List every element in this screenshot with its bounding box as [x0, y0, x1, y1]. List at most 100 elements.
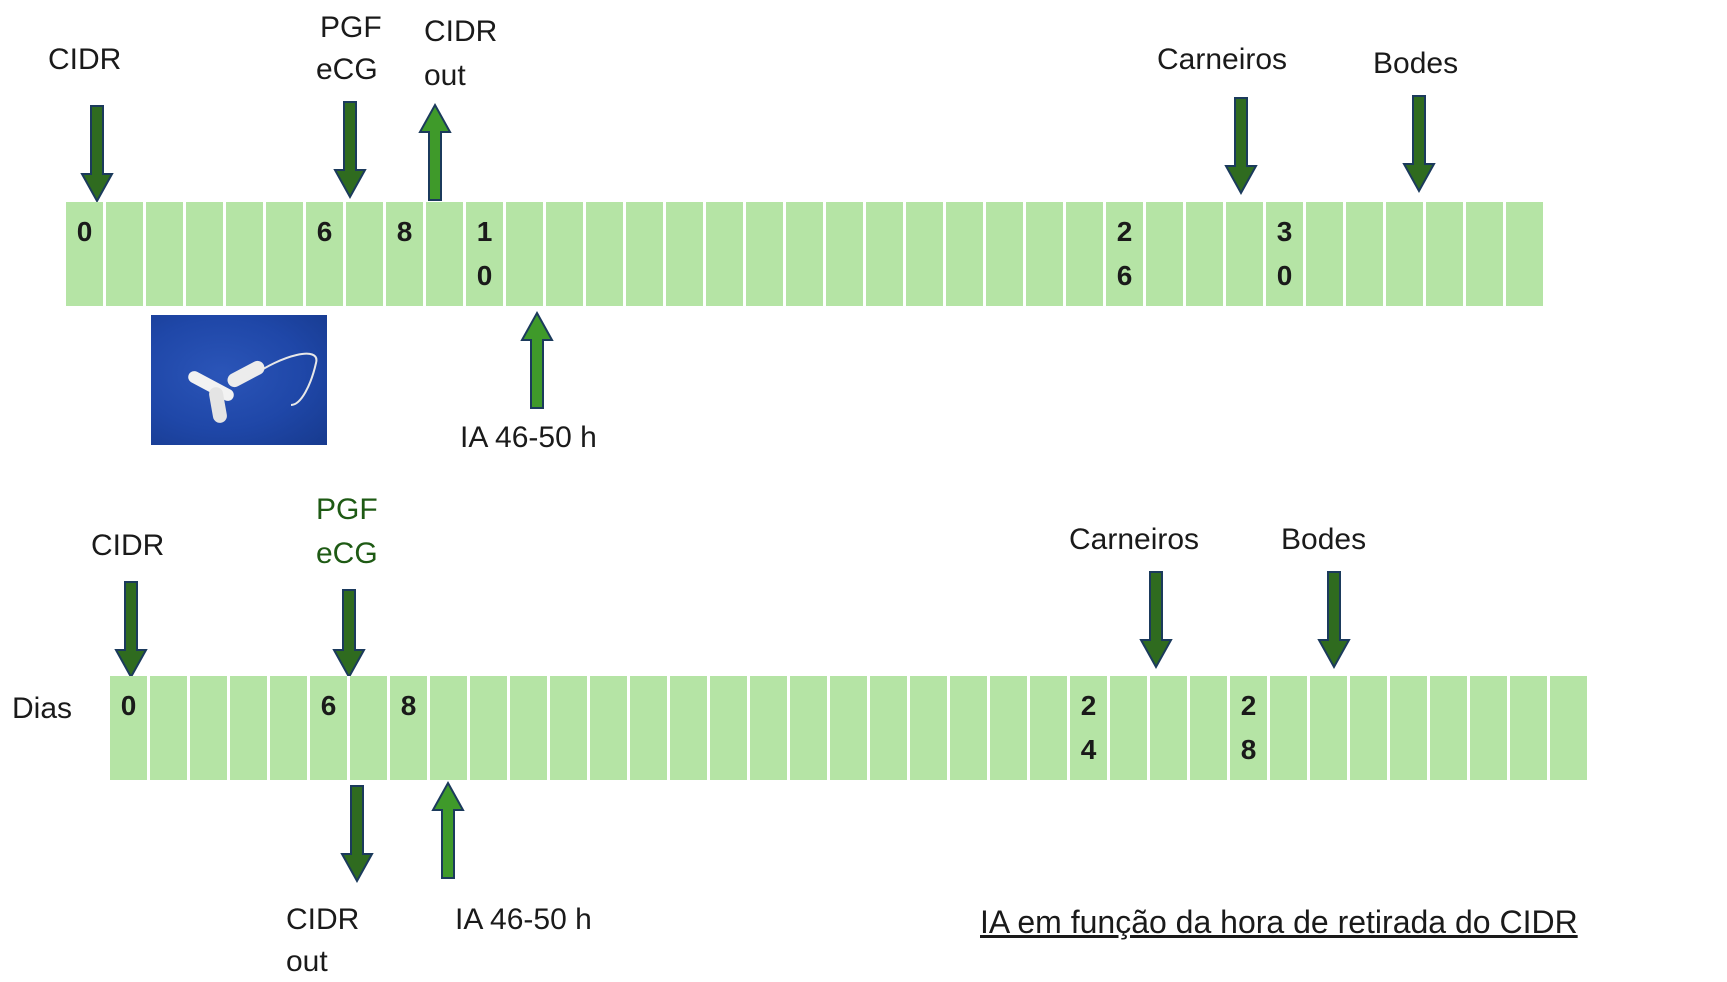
top-cidr-out-label-2: out	[424, 59, 466, 92]
bottom-day-number: 2 4	[1080, 690, 1097, 765]
top-day-number: 3 0	[1276, 216, 1293, 291]
bottom-day-cell	[1430, 676, 1470, 780]
bottom-day-cell	[870, 676, 910, 780]
bottom-day-cell	[1550, 676, 1590, 780]
top-day-cell	[1146, 202, 1186, 306]
bottom-day-cell	[590, 676, 630, 780]
bottom-pgf-down-arrow	[332, 589, 366, 680]
bottom-carneiros-down-arrow	[1139, 571, 1173, 670]
bottom-cidr-down-arrow	[114, 581, 148, 680]
top-day-cell	[546, 202, 586, 306]
top-day-cell	[786, 202, 826, 306]
top-day-cell: 2 6	[1106, 202, 1146, 306]
bottom-dias-label: Dias	[12, 692, 73, 725]
bottom-day-number: 2 8	[1240, 690, 1257, 765]
top-bodes-label: Bodes	[1373, 47, 1459, 80]
top-day-cell	[1466, 202, 1506, 306]
bottom-day-cell	[230, 676, 270, 780]
top-day-cell	[586, 202, 626, 306]
top-day-cell	[1346, 202, 1386, 306]
bottom-cidr-out-down-arrow	[340, 785, 374, 884]
top-day-cell	[1226, 202, 1266, 306]
top-day-cell	[426, 202, 466, 306]
bottom-day-cell	[1270, 676, 1310, 780]
bottom-day-strip: 0 6 8 2 4 2 8	[110, 676, 1590, 780]
bottom-day-cell: 0	[110, 676, 150, 780]
top-day-number: 0	[76, 216, 93, 247]
top-day-number: 1 0	[476, 216, 493, 291]
top-cidr-out-label-1: CIDR	[424, 15, 498, 48]
top-day-cell	[666, 202, 706, 306]
top-day-cell	[866, 202, 906, 306]
bottom-day-cell	[750, 676, 790, 780]
top-day-cell	[146, 202, 186, 306]
bottom-day-cell	[1390, 676, 1430, 780]
bottom-day-number: 8	[400, 690, 417, 721]
bottom-day-cell: 8	[390, 676, 430, 780]
bottom-day-cell	[470, 676, 510, 780]
bottom-day-cell	[150, 676, 190, 780]
top-day-cell	[1306, 202, 1346, 306]
top-day-cell: 6	[306, 202, 346, 306]
caption: IA em função da hora de retirada do CIDR	[980, 904, 1578, 940]
bottom-day-number: 6	[320, 690, 337, 721]
bottom-day-cell	[910, 676, 950, 780]
bottom-pgf-label: PGF	[316, 493, 378, 526]
bottom-cidr-label: CIDR	[91, 529, 165, 562]
top-day-number: 8	[396, 216, 413, 247]
bottom-day-cell	[1310, 676, 1350, 780]
top-day-cell	[946, 202, 986, 306]
bottom-day-cell	[430, 676, 470, 780]
bottom-day-cell	[1510, 676, 1550, 780]
bottom-day-cell: 6	[310, 676, 350, 780]
bottom-day-cell	[710, 676, 750, 780]
top-day-cell	[226, 202, 266, 306]
top-day-cell: 1 0	[466, 202, 506, 306]
top-day-cell	[826, 202, 866, 306]
top-day-cell	[626, 202, 666, 306]
top-day-number: 2 6	[1116, 216, 1133, 291]
top-day-cell	[706, 202, 746, 306]
bottom-day-cell	[1470, 676, 1510, 780]
top-day-cell	[186, 202, 226, 306]
bottom-day-cell	[1190, 676, 1230, 780]
top-day-cell	[1186, 202, 1226, 306]
top-day-cell: 8	[386, 202, 426, 306]
top-day-cell	[1066, 202, 1106, 306]
top-day-cell	[506, 202, 546, 306]
bottom-day-cell	[790, 676, 830, 780]
bottom-day-cell	[550, 676, 590, 780]
bottom-ecg-label: eCG	[316, 537, 378, 570]
top-day-cell	[1426, 202, 1466, 306]
cidr-device-photo	[151, 315, 327, 445]
top-day-cell: 0	[66, 202, 106, 306]
bottom-day-cell	[1350, 676, 1390, 780]
bottom-day-cell	[190, 676, 230, 780]
top-day-cell	[346, 202, 386, 306]
bottom-day-cell	[630, 676, 670, 780]
top-pgf-down-arrow	[333, 101, 367, 200]
top-day-cell	[106, 202, 146, 306]
top-day-cell	[746, 202, 786, 306]
bottom-cidr-out-label-1: CIDR	[286, 903, 360, 936]
bottom-day-cell	[990, 676, 1030, 780]
cidr-device-icon	[188, 352, 318, 423]
bottom-day-cell	[510, 676, 550, 780]
top-day-cell	[1026, 202, 1066, 306]
bottom-day-number: 0	[120, 690, 137, 721]
bottom-day-cell: 2 8	[1230, 676, 1270, 780]
top-day-cell: 3 0	[1266, 202, 1306, 306]
top-day-strip: 0 6 8 1 0 2 6 3 0	[66, 202, 1546, 306]
bottom-bodes-label: Bodes	[1281, 523, 1367, 556]
top-bodes-down-arrow	[1402, 95, 1436, 194]
bottom-day-cell	[350, 676, 390, 780]
top-ia-label: IA 46-50 h	[460, 421, 597, 454]
top-cidr-down-arrow	[80, 105, 114, 204]
top-pgf-label: PGF	[320, 11, 382, 44]
bottom-day-cell	[830, 676, 870, 780]
top-day-number: 6	[316, 216, 333, 247]
top-ecg-label: eCG	[316, 53, 378, 86]
top-day-cell	[906, 202, 946, 306]
bottom-day-cell: 2 4	[1070, 676, 1110, 780]
top-day-cell	[266, 202, 306, 306]
